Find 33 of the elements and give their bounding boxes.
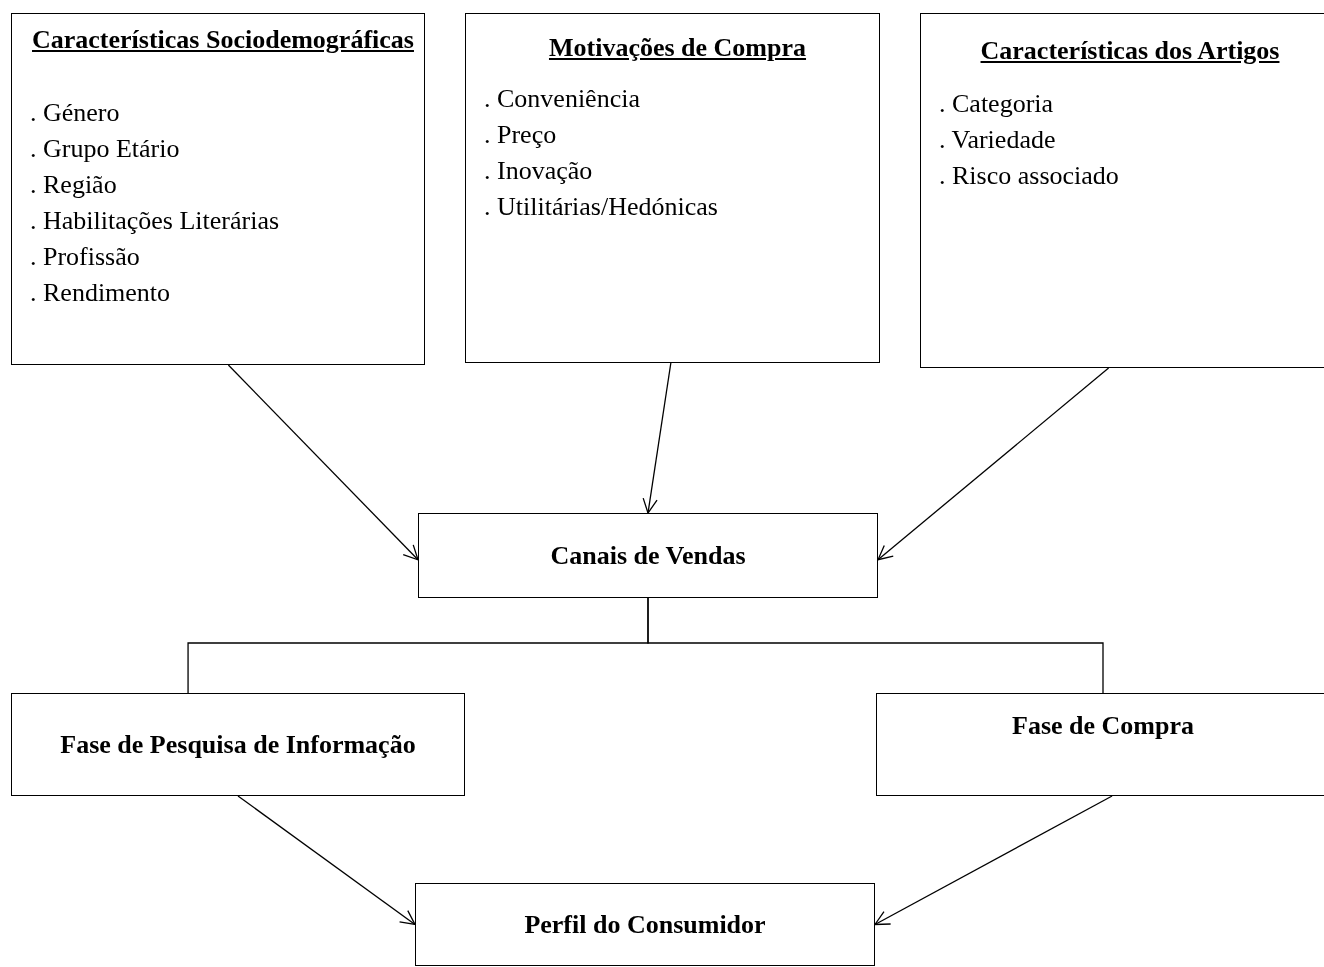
- list-item: . Categoria: [939, 88, 1055, 120]
- arrow: [227, 364, 419, 561]
- list-item: . Profissão: [30, 241, 141, 273]
- text-box: [465, 13, 880, 363]
- list-item: . Rendimento: [30, 277, 172, 309]
- list-item: . Risco associado: [939, 160, 1120, 192]
- box-heading: Características dos Artigos: [979, 35, 1281, 67]
- box-heading: Fase de Pesquisa de Informação: [59, 728, 417, 761]
- list-item: . Região: [30, 169, 118, 201]
- text-box: [11, 13, 425, 365]
- arrow: [237, 795, 416, 926]
- box-heading: Características Sociodemográficas: [31, 24, 415, 56]
- list-item: . Preço: [484, 119, 558, 151]
- text-box: [415, 883, 875, 966]
- list-item: . Conveniência: [484, 83, 641, 115]
- list-item: . Género: [30, 97, 121, 129]
- text-box: [920, 13, 1324, 368]
- arrow: [877, 367, 1110, 561]
- list-item: . Habilitações Literárias: [30, 205, 281, 237]
- box-heading: Motivações de Compra: [547, 32, 808, 64]
- connector-line: [647, 597, 1104, 694]
- box-heading: Fase de Compra: [1011, 710, 1195, 742]
- box-heading: Canais de Vendas: [549, 539, 747, 572]
- text-box: [876, 693, 1324, 796]
- arrow: [874, 795, 1113, 926]
- list-item: . Inovação: [484, 155, 594, 187]
- arrow: [642, 362, 672, 514]
- list-item: . Variedade: [939, 124, 1057, 156]
- text-box: [11, 693, 465, 796]
- list-item: . Utilitárias/Hedónicas: [484, 191, 719, 223]
- list-item: . Grupo Etário: [30, 133, 181, 165]
- text-box: [418, 513, 878, 598]
- box-heading: Perfil do Consumidor: [523, 908, 767, 941]
